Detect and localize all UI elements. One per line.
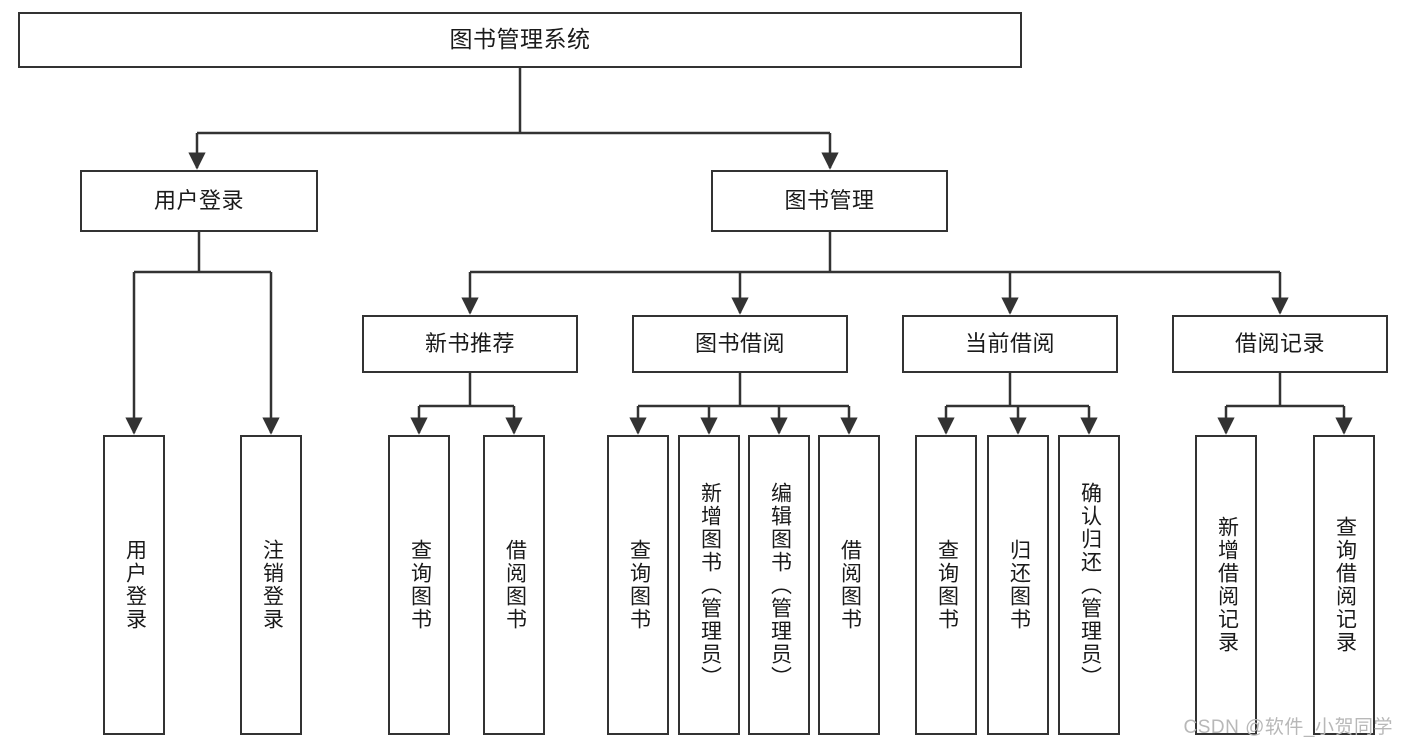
node-leaf-user-login[interactable]: 用户登录: [103, 435, 165, 735]
node-leaf-edit-book-label: 编辑图书（管理员）: [768, 481, 792, 689]
node-book-borrow[interactable]: 图书借阅: [632, 315, 848, 373]
node-leaf-return-book[interactable]: 归还图书: [987, 435, 1049, 735]
node-leaf-user-logout-label: 注销登录: [260, 539, 284, 631]
node-leaf-add-record[interactable]: 新增借阅记录: [1195, 435, 1257, 735]
node-leaf-query-record[interactable]: 查询借阅记录: [1313, 435, 1375, 735]
node-borrow-record-label: 借阅记录: [1234, 331, 1325, 357]
node-leaf-query-book-3[interactable]: 查询图书: [915, 435, 977, 735]
node-leaf-query-record-label: 查询借阅记录: [1333, 516, 1357, 654]
node-leaf-borrow-book-1[interactable]: 借阅图书: [483, 435, 545, 735]
node-leaf-user-login-label: 用户登录: [123, 539, 147, 631]
node-leaf-user-logout[interactable]: 注销登录: [240, 435, 302, 735]
node-leaf-query-book-2-label: 查询图书: [627, 539, 651, 631]
node-leaf-borrow-book-2-label: 借阅图书: [838, 539, 862, 631]
node-leaf-add-record-label: 新增借阅记录: [1215, 516, 1239, 654]
node-leaf-confirm-return[interactable]: 确认归还（管理员）: [1058, 435, 1120, 735]
node-user-login[interactable]: 用户登录: [80, 170, 318, 232]
node-borrow-record[interactable]: 借阅记录: [1172, 315, 1388, 373]
node-new-book-recommend-label: 新书推荐: [424, 331, 515, 357]
node-leaf-confirm-return-label: 确认归还（管理员）: [1078, 481, 1102, 689]
node-current-borrow-label: 当前借阅: [964, 331, 1055, 357]
node-book-manage[interactable]: 图书管理: [711, 170, 948, 232]
node-book-manage-label: 图书管理: [784, 188, 875, 214]
node-leaf-query-book-1[interactable]: 查询图书: [388, 435, 450, 735]
node-leaf-query-book-1-label: 查询图书: [408, 539, 432, 631]
node-current-borrow[interactable]: 当前借阅: [902, 315, 1118, 373]
node-leaf-edit-book[interactable]: 编辑图书（管理员）: [748, 435, 810, 735]
node-root-label: 图书管理系统: [449, 26, 591, 53]
node-leaf-add-book[interactable]: 新增图书（管理员）: [678, 435, 740, 735]
node-leaf-query-book-2[interactable]: 查询图书: [607, 435, 669, 735]
node-book-borrow-label: 图书借阅: [694, 331, 785, 357]
node-new-book-recommend[interactable]: 新书推荐: [362, 315, 578, 373]
node-leaf-return-book-label: 归还图书: [1007, 539, 1031, 631]
node-leaf-query-book-3-label: 查询图书: [935, 539, 959, 631]
node-root[interactable]: 图书管理系统: [18, 12, 1022, 68]
node-leaf-add-book-label: 新增图书（管理员）: [698, 481, 722, 689]
node-leaf-borrow-book-1-label: 借阅图书: [503, 539, 527, 631]
watermark: CSDN @软件_小贺同学: [1183, 717, 1393, 738]
node-leaf-borrow-book-2[interactable]: 借阅图书: [818, 435, 880, 735]
node-user-login-label: 用户登录: [153, 188, 244, 214]
